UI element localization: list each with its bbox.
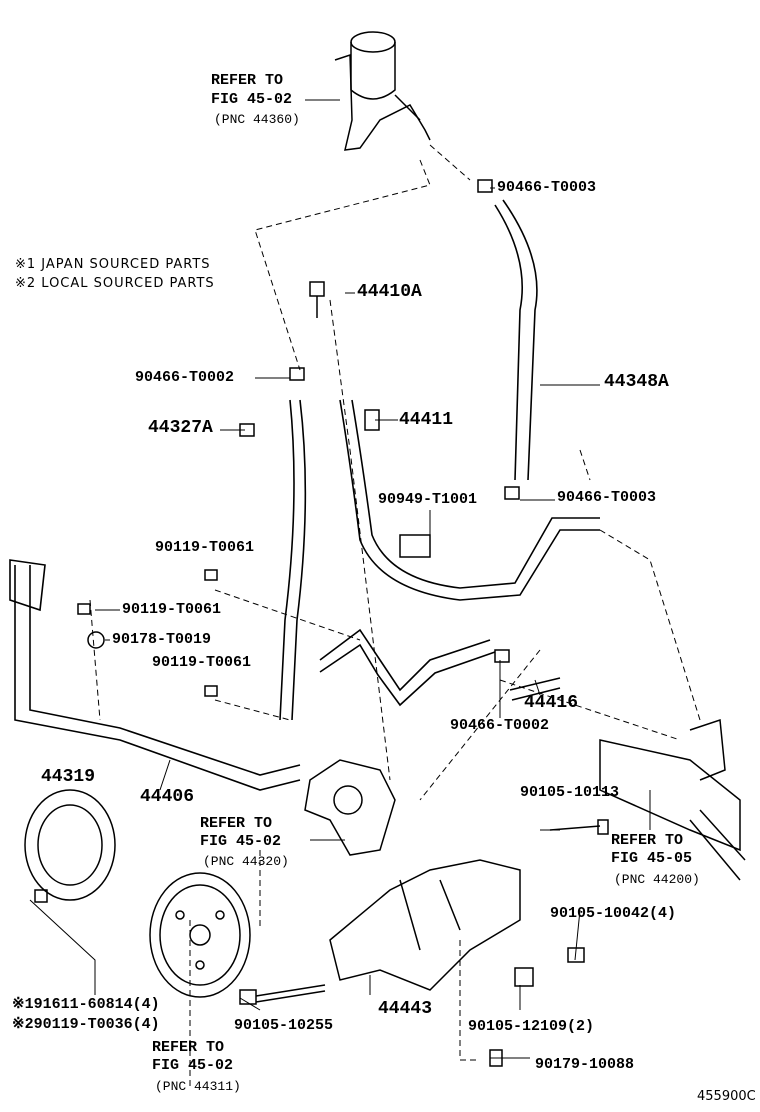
- part-90466-t0003-mid: 90466-T0003: [557, 489, 657, 506]
- pump-drawing: [304, 759, 396, 856]
- part-90179-10088: 90179-10088: [535, 1056, 635, 1073]
- part-44410a: 44410A: [357, 282, 422, 302]
- refer-pulley-line3: (PNC 44311): [155, 1079, 241, 1094]
- legend-local: ※2 LOCAL SOURCED PARTS: [15, 276, 215, 291]
- pulleys: [24, 789, 251, 998]
- bracket-drawing: [329, 859, 521, 991]
- part-44416: 44416: [524, 693, 579, 713]
- part-44443: 44443: [378, 999, 433, 1019]
- refer-pump-line2: FIG 45-02: [200, 833, 282, 850]
- refer-gear-line2: FIG 45-05: [611, 850, 693, 867]
- part-44319: 44319: [41, 767, 96, 787]
- part-90949-t1001: 90949-T1001: [378, 491, 478, 508]
- refer-pulley-line1: REFER TO: [152, 1039, 225, 1056]
- part-90119-t0061-a: 90119-T0061: [155, 539, 255, 556]
- refer-reservoir-line3: (PNC 44360): [214, 112, 300, 127]
- hoses: [9, 199, 600, 791]
- refer-reservoir-line2: FIG 45-02: [211, 91, 293, 108]
- refer-reservoir-line1: REFER TO: [211, 72, 284, 89]
- part-90466-t0002-left: 90466-T0002: [135, 369, 235, 386]
- diagram-code: 455900C: [697, 1089, 756, 1104]
- part-90105-12109: 90105-12109(2): [468, 1018, 595, 1035]
- part-44327a: 44327A: [148, 418, 213, 438]
- part-90105-10113: 90105-10113: [520, 784, 620, 801]
- refer-pulley-line2: FIG 45-02: [152, 1057, 234, 1074]
- part-90178-t0019: 90178-T0019: [112, 631, 212, 648]
- leader-lines: [89, 144, 701, 1090]
- reservoir-drawing: [334, 31, 431, 151]
- part-90105-10255: 90105-10255: [234, 1017, 334, 1034]
- part-90119-t0061-c: 90119-T0061: [152, 654, 252, 671]
- part-90105-10042: 90105-10042(4): [550, 905, 677, 922]
- part-44406: 44406: [140, 787, 195, 807]
- refer-gear-line1: REFER TO: [611, 832, 684, 849]
- refer-pump-line3: (PNC 44320): [203, 854, 289, 869]
- part-44411: 44411: [399, 410, 454, 430]
- refer-gear-line3: (PNC 44200): [614, 872, 700, 887]
- part-90466-t0003-top: 90466-T0003: [497, 179, 597, 196]
- part-90466-t0002-low: 90466-T0002: [450, 717, 550, 734]
- steering-gear-drawing: [599, 718, 746, 881]
- part-90119-t0036: ※290119-T0036(4): [12, 1016, 160, 1033]
- part-44348a: 44348A: [604, 372, 669, 392]
- part-91611-60814: ※191611-60814(4): [12, 996, 160, 1013]
- small-parts: [34, 179, 609, 1067]
- refer-pump-line1: REFER TO: [200, 815, 273, 832]
- solid-leaders: [29, 99, 651, 1059]
- legend-japan: ※1 JAPAN SOURCED PARTS: [15, 257, 211, 272]
- part-90119-t0061-b: 90119-T0061: [122, 601, 222, 618]
